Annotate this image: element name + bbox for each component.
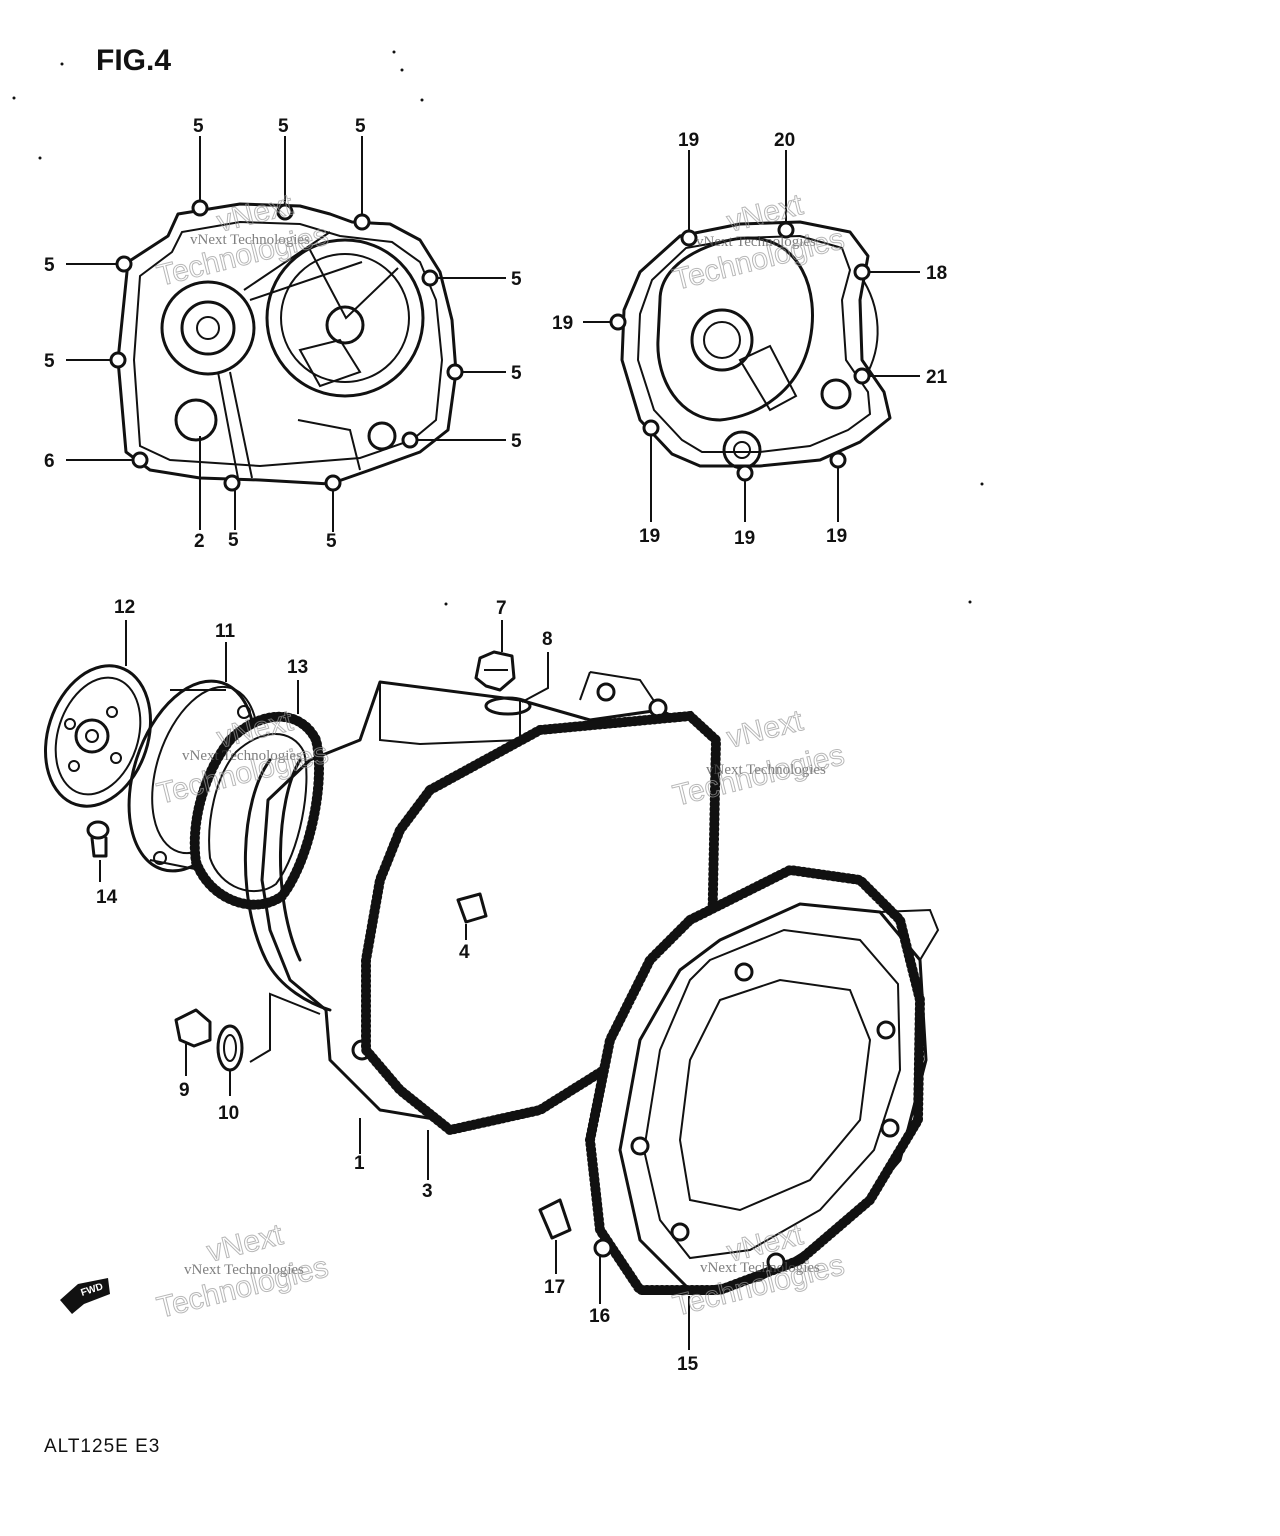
callout-8: 8	[542, 629, 553, 650]
callout-5: 5	[511, 431, 522, 452]
svg-text:vNext Technologies: vNext Technologies	[190, 232, 310, 248]
part-14-bolt	[86, 820, 110, 858]
callout-1: 1	[354, 1153, 365, 1174]
callout-19: 19	[734, 528, 755, 549]
watermark-top-left: vNext vNext Technologies Technologies	[153, 188, 332, 294]
callout-6: 6	[44, 451, 55, 472]
magneto-cover-leaders	[583, 150, 920, 522]
watermark-top-right: vNext vNext Technologies Technologies	[669, 188, 848, 298]
callout-5: 5	[326, 531, 337, 552]
callout-5: 5	[193, 116, 204, 137]
callout-12: 12	[114, 597, 135, 618]
callout-5: 5	[44, 255, 55, 276]
callout-19: 19	[678, 130, 699, 151]
callout-14: 14	[96, 887, 118, 908]
callout-18: 18	[926, 263, 947, 284]
scan-specks	[12, 50, 984, 606]
callout-17: 17	[544, 1277, 565, 1298]
callout-19: 19	[826, 526, 847, 547]
callout-2: 2	[194, 531, 205, 552]
clutch-cover-leaders	[66, 136, 506, 532]
model-code: ALT125E E3	[44, 1436, 160, 1457]
callout-5: 5	[278, 116, 289, 137]
callout-labels: 5 5 5 5 5 5 5 5 5 5 6 2 19 20 18 19 21 1…	[44, 116, 948, 1375]
callout-4: 4	[459, 942, 470, 963]
callout-19: 19	[552, 313, 573, 334]
magneto-cover	[609, 220, 892, 482]
callout-5: 5	[511, 363, 522, 384]
clutch-cover	[109, 199, 464, 492]
callout-5: 5	[355, 116, 366, 137]
callout-16: 16	[589, 1306, 610, 1327]
callout-5: 5	[228, 530, 239, 551]
callout-5: 5	[511, 269, 522, 290]
callout-11: 11	[215, 621, 236, 642]
callout-5: 5	[44, 351, 55, 372]
svg-text:vNext: vNext	[724, 704, 807, 755]
svg-text:vNext Technologies: vNext Technologies	[696, 234, 816, 250]
svg-text:vNext Technologies: vNext Technologies	[182, 748, 302, 764]
svg-text:vNext Technologies: vNext Technologies	[184, 1262, 304, 1278]
part-8-o-ring	[484, 696, 532, 716]
callout-10: 10	[218, 1103, 239, 1124]
part-12-drive-plate	[43, 664, 153, 808]
assembly-leaders	[99, 620, 690, 1350]
part-7-plug	[474, 650, 516, 692]
part-10-washer	[216, 1024, 244, 1072]
part-17-dowel	[538, 1198, 572, 1240]
part-16-bolt	[593, 1238, 613, 1258]
callout-7: 7	[496, 598, 507, 619]
watermark-bottom-left: vNext vNext Technologies Technologies	[153, 1218, 332, 1326]
figure-title: FIG.4	[96, 44, 171, 77]
callout-20: 20	[774, 130, 795, 151]
callout-13: 13	[287, 657, 308, 678]
part-9-drain-plug	[174, 1008, 212, 1048]
callout-9: 9	[179, 1080, 190, 1101]
svg-text:vNext Technologies: vNext Technologies	[700, 1260, 820, 1276]
forward-arrow-icon: FWD	[60, 1278, 110, 1314]
part-4-dowel	[456, 892, 488, 924]
callout-3: 3	[422, 1181, 433, 1202]
callout-21: 21	[926, 367, 948, 388]
callout-19: 19	[639, 526, 660, 547]
callout-15: 15	[677, 1354, 699, 1375]
part-15-case-cover	[584, 864, 940, 1295]
svg-text:vNext Technologies: vNext Technologies	[706, 762, 826, 778]
